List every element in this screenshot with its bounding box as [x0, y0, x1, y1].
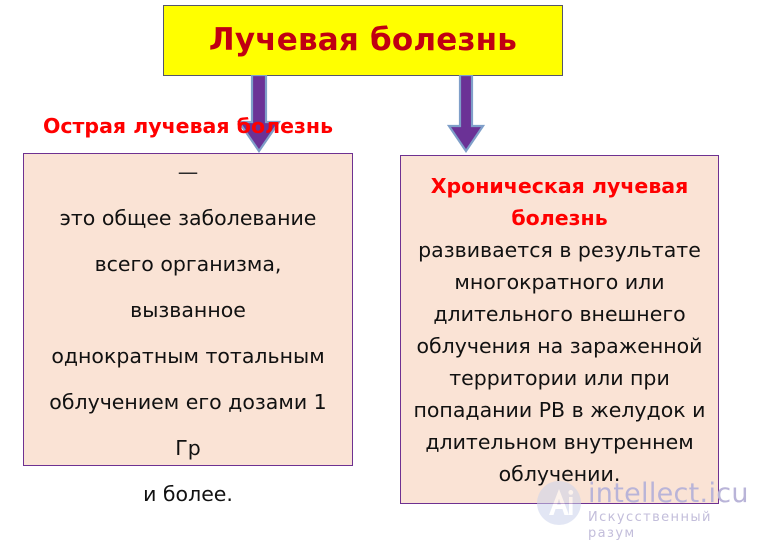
chronic-line-1: развивается в результате	[418, 237, 701, 262]
watermark-subtitle: Искусственный разум	[588, 510, 712, 541]
arrow-down-to-chronic-icon	[441, 73, 491, 153]
chronic-line-7: длительном внутреннем	[425, 429, 694, 454]
chronic-line-5: территории или при	[449, 365, 670, 390]
chronic-box-text: Хроническая лучевая болезнь развивается в …	[411, 170, 708, 490]
acute-term-dash: —	[177, 159, 199, 184]
acute-line-2: всего организма, вызванное	[94, 251, 282, 322]
chronic-line-3: длительного внешнего	[433, 301, 686, 326]
chronic-term-label-line-2: болезнь	[511, 205, 608, 230]
chronic-term-label-line-1: Хроническая лучевая	[430, 173, 689, 198]
chronic-line-4: облучения на зараженной	[416, 333, 703, 358]
chronic-line-8: облучении.	[498, 461, 621, 486]
acute-term-label: Острая лучевая болезнь	[42, 113, 334, 138]
page-title: Лучевая болезнь	[208, 22, 518, 59]
acute-box-text: Острая лучевая болезнь — это общее забол…	[34, 103, 342, 517]
arrow-down-to-acute-icon	[234, 73, 284, 153]
acute-line-4: облучением его дозами 1 Гр	[49, 389, 327, 460]
chronic-line-6: попадании РВ в желудок и	[413, 397, 706, 422]
title-box: Лучевая болезнь	[163, 5, 563, 76]
acute-line-1: это общее заболевание	[59, 205, 317, 230]
chronic-line-2: многократного или	[454, 269, 665, 294]
concept-box-acute-radiation-sickness: Острая лучевая болезнь — это общее забол…	[23, 114, 353, 506]
concept-box-chronic-radiation-sickness: Хроническая лучевая болезнь развивается в …	[400, 155, 719, 504]
acute-line-5: и более.	[143, 481, 233, 506]
acute-line-3: однократным тотальным	[51, 343, 325, 368]
arrow-down-icon	[446, 73, 486, 153]
arrow-down-icon	[236, 73, 282, 153]
